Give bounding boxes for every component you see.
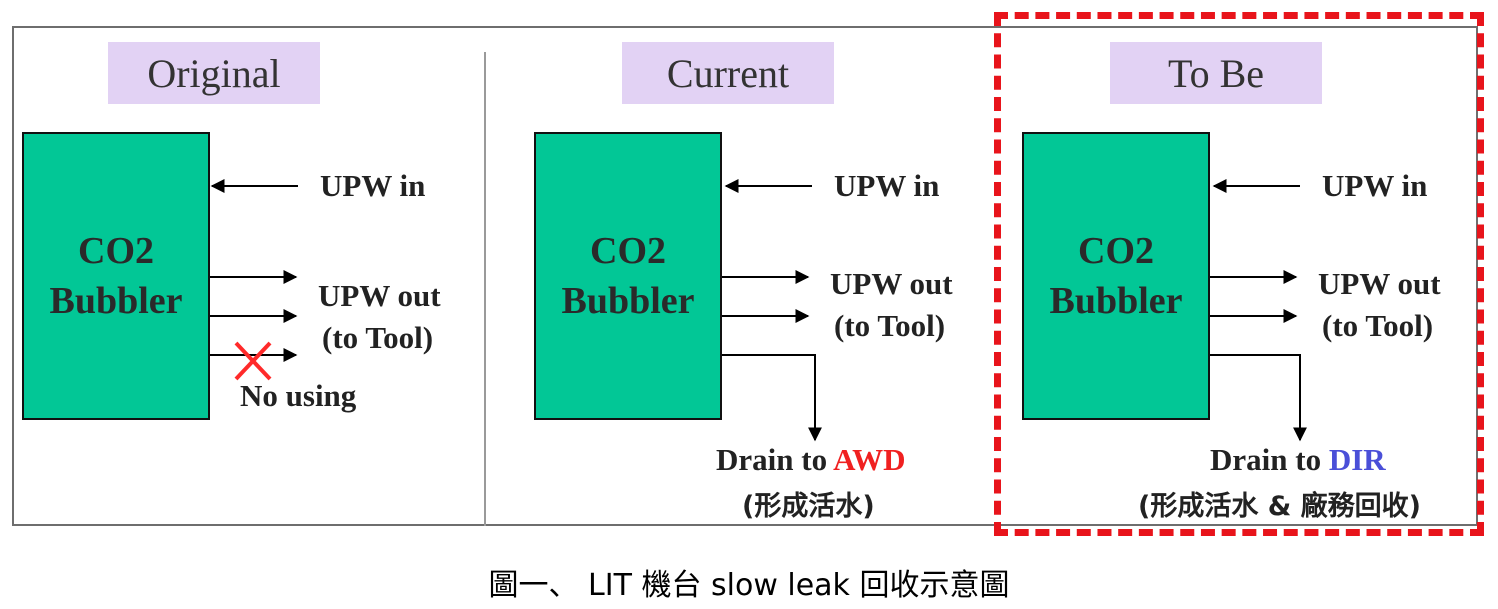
drain-target-dir: DIR bbox=[1328, 442, 1386, 477]
drain-arrow-to-be bbox=[1210, 354, 1307, 442]
drain-target-awd: AWD bbox=[833, 442, 906, 477]
x-mark-icon bbox=[234, 341, 272, 381]
to-tool-label-to-be: (to Tool) bbox=[1322, 308, 1434, 343]
bubbler-label-line1: CO2 bbox=[590, 230, 666, 272]
upw-in-label-to-be: UPW in bbox=[1322, 168, 1428, 203]
figure-caption: 圖一、 LIT 機台 slow leak 回收示意圖 bbox=[488, 568, 1010, 603]
drain-note-current: (形成活水) bbox=[742, 491, 875, 522]
bubbler-label-line1: CO2 bbox=[78, 230, 154, 272]
to-tool-label-original: (to Tool) bbox=[322, 320, 434, 355]
bubbler-label-line1: CO2 bbox=[1078, 230, 1154, 272]
drain-prefix: Drain to bbox=[716, 442, 834, 477]
bubbler-label-line2: Bubbler bbox=[1049, 280, 1183, 322]
bubbler-label-line2: Bubbler bbox=[49, 280, 183, 322]
to-tool-label-current: (to Tool) bbox=[834, 308, 946, 343]
panel-divider bbox=[484, 52, 486, 526]
drain-prefix: Drain to bbox=[1210, 442, 1329, 477]
upw-out-label-original: UPW out bbox=[318, 278, 441, 313]
co2-bubbler-to-be: CO2 Bubbler bbox=[1022, 132, 1210, 420]
upw-in-label-original: UPW in bbox=[320, 168, 426, 203]
upw-in-label-current: UPW in bbox=[834, 168, 940, 203]
co2-bubbler-current: CO2 Bubbler bbox=[534, 132, 722, 420]
drain-note-to-be: (形成活水 & 廠務回收) bbox=[1138, 491, 1422, 522]
upw-out-label-to-be: UPW out bbox=[1318, 266, 1441, 301]
upw-out-label-current: UPW out bbox=[830, 266, 953, 301]
bubbler-label-line2: Bubbler bbox=[561, 280, 695, 322]
panel-title-to-be: To Be bbox=[1110, 42, 1322, 104]
drain-label-to-be: Drain to DIR bbox=[1210, 442, 1386, 478]
to-be-highlight-box bbox=[994, 12, 1484, 536]
no-using-label: No using bbox=[240, 378, 357, 413]
panel-title-current: Current bbox=[622, 42, 834, 104]
drain-label-current: Drain to AWD bbox=[716, 442, 905, 478]
drain-arrow-current bbox=[722, 354, 822, 442]
co2-bubbler-original: CO2 Bubbler bbox=[22, 132, 210, 420]
panel-title-original: Original bbox=[108, 42, 320, 104]
